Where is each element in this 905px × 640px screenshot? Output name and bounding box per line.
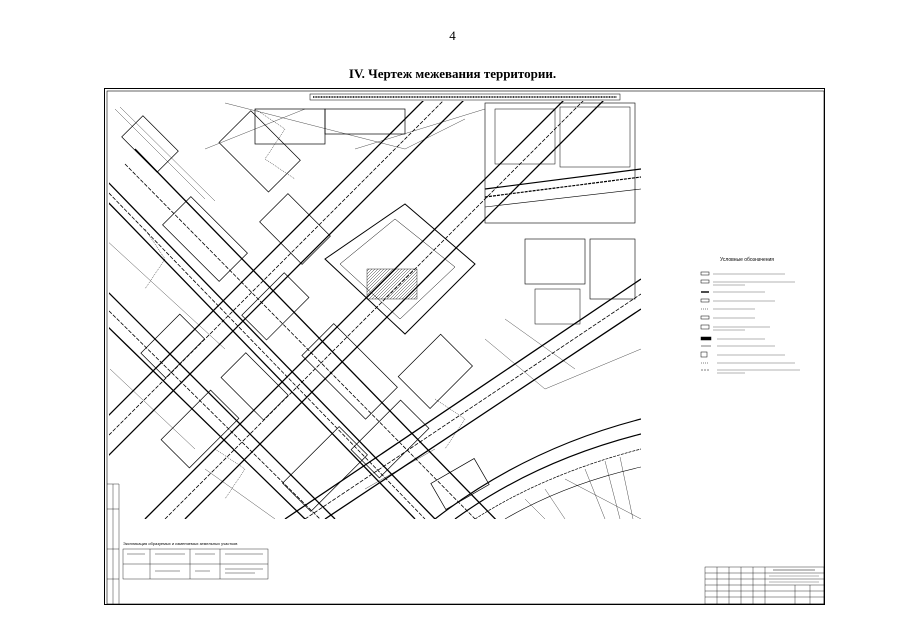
cadastral-map — [106, 90, 825, 605]
legend-title: Условные обозначения — [720, 257, 775, 263]
page-title: IV. Чертеж межевания территории. — [348, 66, 557, 81]
page-number: 4 — [449, 28, 456, 43]
drawing-sheet: Условные обозначения Экспликация образуе… — [104, 88, 825, 605]
explication-table-title: Экспликация образуемых и изменяемых земе… — [123, 541, 238, 546]
